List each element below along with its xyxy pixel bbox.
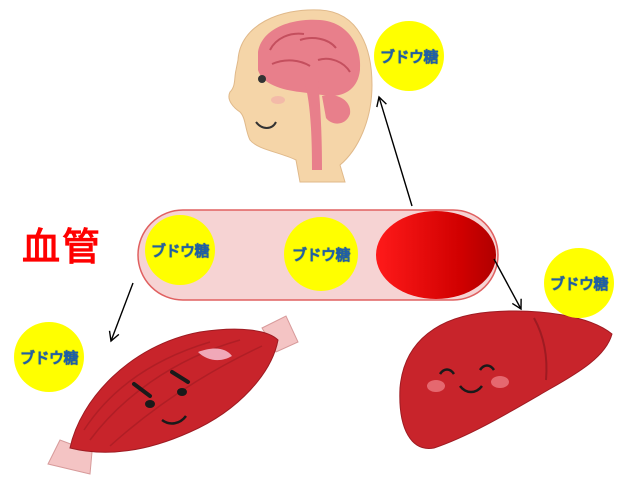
glucose-label: ブドウ糖 (292, 244, 350, 265)
vessel-label: 血管 (22, 216, 102, 271)
glucose-bubble-brain: ブドウ糖 (374, 21, 444, 91)
brain-head-icon (229, 10, 372, 182)
glucose-bubble-liver: ブドウ糖 (544, 248, 614, 318)
glucose-bubble-muscle: ブドウ糖 (14, 322, 84, 392)
arrow-to-muscle (111, 283, 133, 341)
arrow-to-brain (379, 97, 412, 206)
glucose-label: ブドウ糖 (151, 240, 209, 261)
muscle-icon (48, 316, 298, 474)
arrow-to-liver (494, 259, 521, 309)
glucose-bubble-vessel-left: ブドウ糖 (145, 215, 215, 285)
glucose-label: ブドウ糖 (20, 347, 78, 368)
liver-icon (400, 311, 612, 448)
glucose-label: ブドウ糖 (550, 273, 608, 294)
red-blood-cell-icon (376, 211, 496, 299)
glucose-label: ブドウ糖 (380, 46, 438, 67)
glucose-bubble-vessel-middle: ブドウ糖 (284, 217, 358, 291)
